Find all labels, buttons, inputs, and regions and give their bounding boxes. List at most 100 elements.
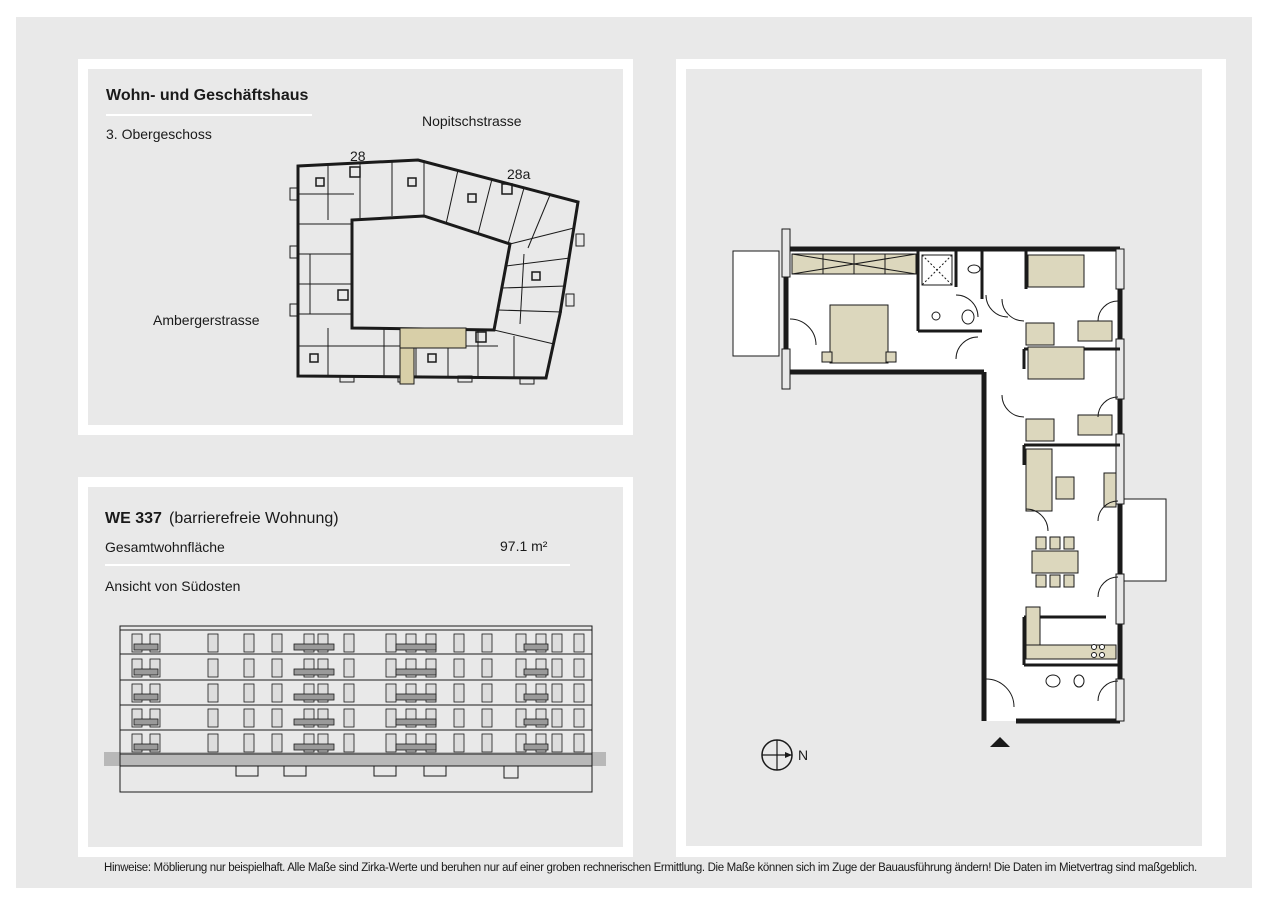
facade-window <box>535 658 547 678</box>
facade-balcony <box>395 693 437 701</box>
facade-balcony <box>133 668 159 676</box>
facade-window <box>271 658 283 678</box>
facade-window <box>425 708 437 728</box>
facade-window <box>317 683 329 703</box>
facade-window <box>405 708 417 728</box>
facade-window <box>303 633 315 653</box>
facade-balcony <box>523 718 549 726</box>
view-label: Ansicht von Südosten <box>105 578 241 594</box>
facade-window <box>551 708 563 728</box>
facade-balcony <box>293 693 335 701</box>
facade-window <box>425 683 437 703</box>
facade-window <box>573 633 585 653</box>
facade-window <box>303 658 315 678</box>
facade-window <box>271 683 283 703</box>
facade-balcony <box>523 693 549 701</box>
facade-window <box>149 733 161 753</box>
site-panel: Wohn- und Geschäftshaus 3. Obergeschoss … <box>78 59 633 435</box>
facade-balcony <box>293 743 335 751</box>
facade-window <box>481 658 493 678</box>
facade-balcony <box>293 718 335 726</box>
facade-window <box>131 733 143 753</box>
facade-window <box>343 658 355 678</box>
facade-window <box>515 683 527 703</box>
facade-window <box>573 708 585 728</box>
facade-elevation <box>104 625 606 793</box>
facade-balcony <box>293 668 335 676</box>
building-title: Wohn- und Geschäftshaus <box>106 87 309 104</box>
facade-window <box>515 708 527 728</box>
facade-window <box>207 633 219 653</box>
facade-window <box>573 733 585 753</box>
facade-window <box>149 683 161 703</box>
facade-window <box>343 733 355 753</box>
unit-type: (barrierefreie Wohnung) <box>169 510 339 527</box>
facade-window <box>343 683 355 703</box>
facade-window <box>425 733 437 753</box>
facade-window <box>405 733 417 753</box>
facade-window <box>207 658 219 678</box>
facade-window <box>453 683 465 703</box>
facade-window <box>207 683 219 703</box>
facade-window <box>453 658 465 678</box>
facade-window <box>405 683 417 703</box>
facade-window <box>149 633 161 653</box>
facade-balcony <box>133 718 159 726</box>
facade-window <box>271 633 283 653</box>
facade-window <box>551 658 563 678</box>
apartment-floor-plan <box>732 228 1167 747</box>
compass-icon <box>761 739 793 771</box>
facade-window <box>131 633 143 653</box>
facade-balcony <box>395 668 437 676</box>
facade-window <box>551 633 563 653</box>
facade-window <box>243 733 255 753</box>
facade-window <box>207 733 219 753</box>
facade-balcony <box>133 693 159 701</box>
footer-note: Hinweise: Möblierung nur beispielhaft. A… <box>104 862 1197 874</box>
facade-balcony <box>395 643 437 651</box>
facade-window <box>317 658 329 678</box>
facade-window <box>481 633 493 653</box>
facade-window <box>131 683 143 703</box>
street-label-top: Nopitschstrasse <box>422 113 522 129</box>
facade-window <box>535 633 547 653</box>
facade-window <box>149 658 161 678</box>
facade-window <box>481 708 493 728</box>
facade-window <box>343 708 355 728</box>
facade-window <box>551 733 563 753</box>
facade-window <box>453 708 465 728</box>
facade-window <box>343 633 355 653</box>
facade-window <box>149 708 161 728</box>
facade-balcony <box>395 718 437 726</box>
facade-window <box>243 708 255 728</box>
facade-window <box>131 708 143 728</box>
floor-label: 3. Obergeschoss <box>106 126 212 142</box>
facade-balcony <box>523 743 549 751</box>
facade-window <box>385 633 397 653</box>
facade-window <box>453 733 465 753</box>
facade-window <box>243 658 255 678</box>
entrance-label: 28 <box>350 148 366 164</box>
facade-balcony <box>133 743 159 751</box>
facade-window <box>207 708 219 728</box>
facade-window <box>303 708 315 728</box>
facade-window <box>385 708 397 728</box>
sheet-background: Wohn- und Geschäftshaus 3. Obergeschoss … <box>16 17 1252 888</box>
facade-window <box>385 658 397 678</box>
facade-window <box>317 633 329 653</box>
facade-window <box>317 733 329 753</box>
facade-window <box>481 683 493 703</box>
facade-window <box>131 658 143 678</box>
facade-balcony <box>523 643 549 651</box>
facade-window <box>453 633 465 653</box>
facade-window <box>573 683 585 703</box>
facade-window <box>271 733 283 753</box>
entrance-label: 28a <box>507 166 531 182</box>
facade-window <box>515 733 527 753</box>
facade-window <box>481 733 493 753</box>
area-value: 97.1 m² <box>500 538 548 554</box>
facade-window <box>243 683 255 703</box>
facade-window <box>243 633 255 653</box>
facade-balcony <box>133 643 159 651</box>
unit-panel: WE 337 (barrierefreie Wohnung) Gesamtwoh… <box>78 477 633 857</box>
